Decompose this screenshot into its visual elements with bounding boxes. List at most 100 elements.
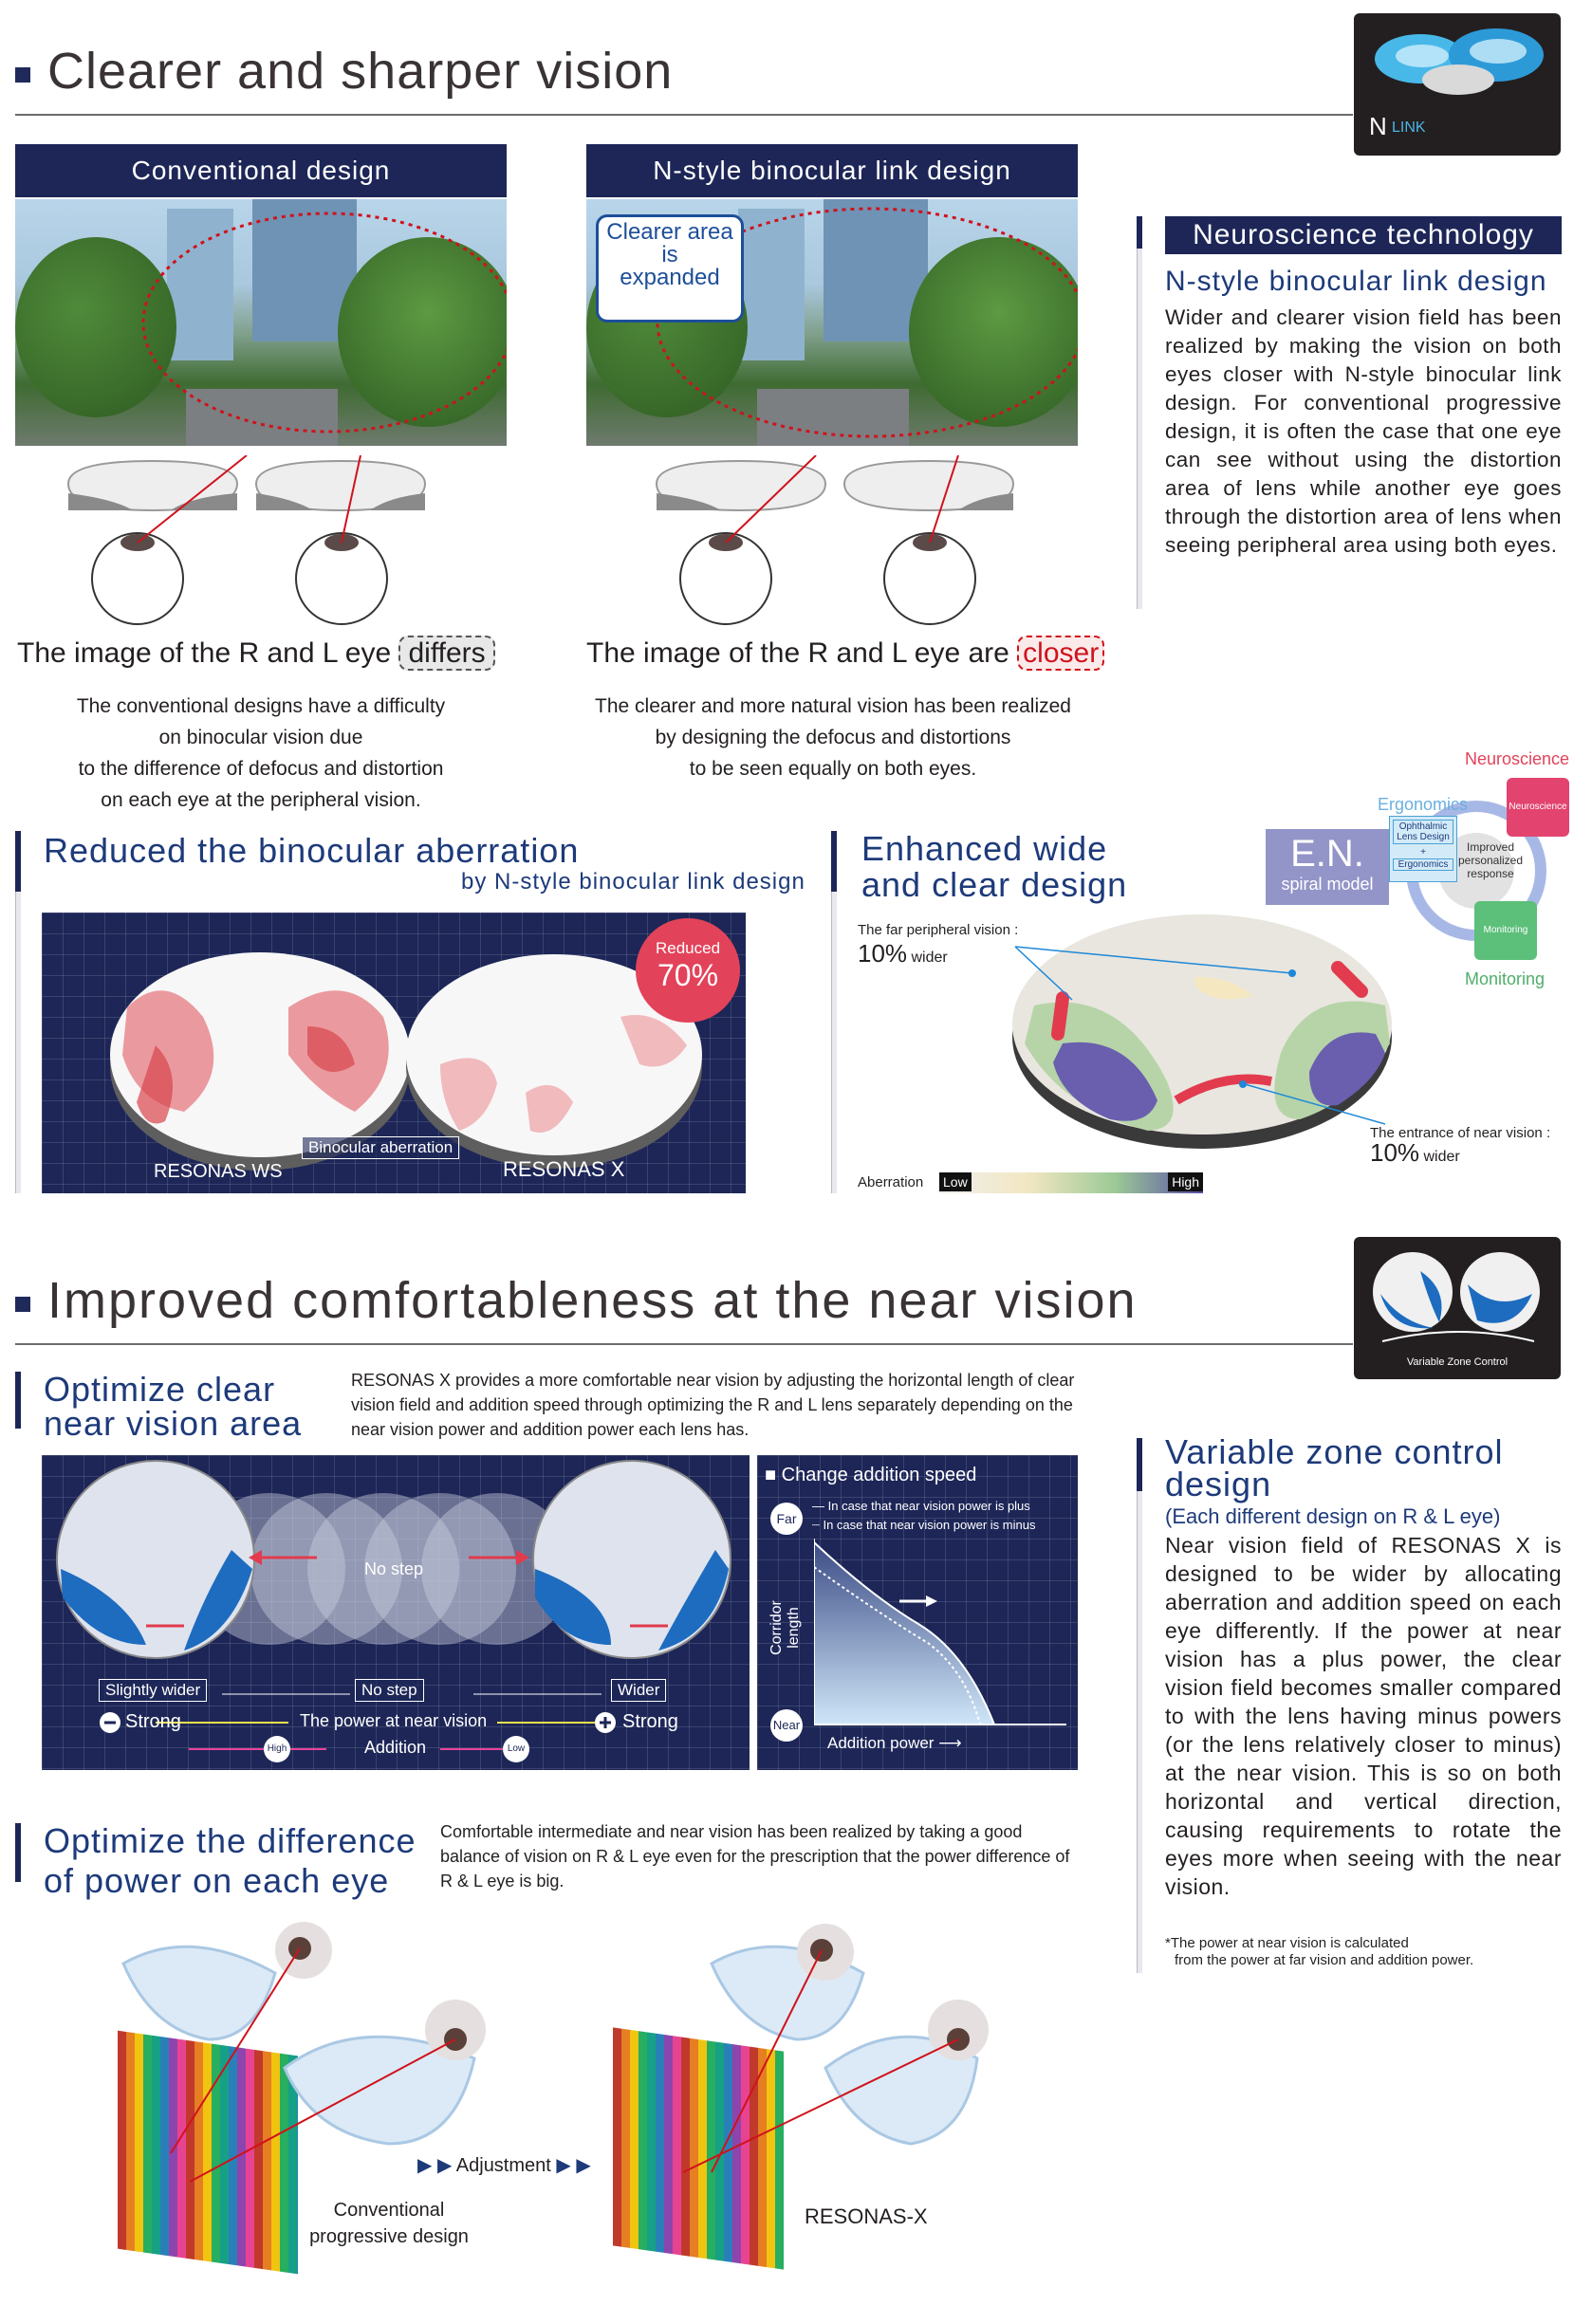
variable-zone-eye-icon: [1373, 1252, 1540, 1342]
section2-rule: [15, 1343, 1353, 1345]
binocular-title: Reduced the binocular aberration: [44, 831, 580, 870]
double-play-icon: ▶ ▶: [556, 2155, 591, 2176]
nstyle-city-photo: Clearer area is expanded: [586, 199, 1078, 446]
variable-zone-caption: Variable Zone Control: [1406, 1356, 1509, 1368]
opt-diff-description: Comfortable intermediate and near vision…: [440, 1822, 1070, 1891]
opt-clear-title-1: Optimize clear: [44, 1370, 276, 1409]
legend-minus: ┈ In case that near vision power is minu…: [812, 1518, 1036, 1532]
aberration-gradient-bar: Low High: [939, 1172, 1203, 1193]
improved-response: Improved personalized response: [1457, 840, 1524, 880]
variable-zone-sidebar-rest: [1137, 1491, 1142, 1973]
nstyle-compare: The image of the R and L eye are closer: [586, 636, 1105, 671]
legend-plus: — In case that near vision power is plus: [812, 1499, 1030, 1513]
opt-clear-sidebar: [15, 1372, 21, 1429]
far-peripheral-label: The far peripheral vision :: [858, 922, 1019, 938]
binocular-panel: Reduced 70% RESONAS WS Binocular aberrat…: [42, 913, 746, 1193]
binocular-sidebar: [15, 831, 21, 892]
n-link-n: N: [1369, 112, 1387, 140]
low-badge: Low: [503, 1736, 529, 1762]
resonas-x-label: RESONAS X: [503, 1157, 625, 1181]
near-entrance-label: The entrance of near vision :: [1370, 1125, 1551, 1141]
binocular-subtitle: by N-style binocular link design: [461, 869, 805, 895]
title-square-icon-2: [15, 1296, 30, 1312]
reduced-badge: Reduced 70%: [636, 918, 740, 1023]
ergonomics-node: Ophthalmic Lens Design + Ergonomics: [1389, 816, 1457, 882]
opt-diff-title-1: Optimize the difference: [44, 1821, 417, 1860]
nstyle-caption: The clearer and more natural vision has …: [595, 695, 1071, 780]
conventional-caption: The conventional designs have a difficul…: [76, 695, 446, 811]
opt-diff-sidebar: [15, 1823, 21, 1882]
conventional-city-photo: [15, 199, 507, 446]
enhanced-sidebar-rest: [831, 892, 837, 1193]
slightly-wider-label: Slightly wider: [99, 1679, 208, 1702]
title-square-icon: [15, 66, 30, 83]
neuroscience-node: Neuroscience: [1507, 778, 1569, 837]
enhanced-title-1: Enhanced wide: [861, 829, 1108, 868]
conventional-eye-lenses: [121, 1922, 486, 2183]
conventional-compare: The image of the R and L eye differs: [17, 636, 495, 671]
variable-zone-footnote: *The power at near vision is calculated …: [1165, 1935, 1474, 1968]
conventional-header: Conventional design: [15, 144, 507, 197]
strong-left-label: Strong: [125, 1711, 181, 1732]
conventional-lens-diagram: [66, 455, 427, 625]
no-step-label: No step: [355, 1679, 424, 1702]
opt-clear-description: RESONAS X provides a more comfortable ne…: [351, 1371, 1075, 1439]
expanded-callout: Clearer area is expanded: [596, 214, 744, 323]
near-badge: Near: [770, 1709, 803, 1742]
near-vision-lens-row: [56, 1460, 731, 1659]
adjustment-label: ▶ ▶ Adjustment ▶ ▶: [417, 2155, 591, 2176]
power-near-label: The power at near vision: [300, 1711, 488, 1730]
resonas-x-caption: RESONAS-X: [805, 2204, 928, 2228]
enhanced-leader-lines: [1014, 946, 1385, 1125]
dotted-line-icon: ┈: [812, 1518, 820, 1532]
strong-right-label: Strong: [622, 1711, 678, 1732]
addition-label: Addition: [364, 1738, 427, 1757]
monitoring-node: Monitoring: [1474, 901, 1537, 960]
differs-keyword: differs: [398, 636, 495, 671]
aberration-scale: Aberration: [858, 1174, 924, 1190]
addition-power-label: Addition power ⟶: [827, 1734, 962, 1752]
enhanced-title-2: and clear design: [861, 865, 1128, 904]
far-badge: Far: [770, 1503, 803, 1535]
resonas-ws-label: RESONAS WS: [154, 1161, 283, 1182]
n-link-badge: N LINK: [1354, 13, 1561, 156]
variable-zone-title-1: Variable zone control: [1165, 1432, 1504, 1471]
near-vision-axis-lines: [100, 1693, 616, 1750]
no-step-center-label: No step: [364, 1559, 424, 1578]
neuro-body: Wider and clearer vision field has been …: [1165, 305, 1562, 557]
far-peripheral-value: 10% wider: [858, 939, 948, 968]
neuro-tag: Neuroscience technology: [1165, 216, 1562, 254]
wider-label: Wider: [611, 1679, 667, 1702]
ergonomics-label: Ergonomics: [1378, 795, 1469, 814]
binocular-aberration-label: Binocular aberration: [302, 1136, 460, 1159]
addition-speed-title: ■ Change addition speed: [765, 1465, 977, 1485]
binocular-lenses: [110, 952, 702, 1171]
opt-clear-title-2: near vision area: [44, 1404, 303, 1443]
near-entrance-value: 10% wider: [1370, 1138, 1460, 1167]
monitoring-label: Monitoring: [1465, 969, 1546, 988]
enhanced-lens-map: [1012, 914, 1392, 1149]
solid-line-icon: —: [812, 1499, 824, 1513]
section1-title: Clearer and sharper vision: [15, 42, 673, 101]
closer-keyword: closer: [1017, 636, 1105, 671]
variable-zone-sidebar: [1137, 1438, 1142, 1491]
corridor-length-label: Corridor length: [768, 1600, 802, 1655]
en-spiral-box: E.N. spiral model: [1266, 829, 1389, 905]
square-bullet-icon: ■: [765, 1465, 777, 1485]
variable-zone-body: Near vision field of RESONAS X is design…: [1165, 1533, 1562, 1899]
enhanced-sidebar: [831, 831, 837, 892]
addition-speed-curve: [814, 1539, 1066, 1725]
neuro-sidebar-rest: [1137, 249, 1142, 609]
n-link-lens-icon: [1375, 28, 1544, 95]
variable-zone-badge: Variable Zone Control: [1354, 1237, 1561, 1379]
near-vision-panel: No step Slightly wider No step Wider Str…: [42, 1455, 750, 1770]
opt-diff-title-2: of power on each eye: [44, 1861, 390, 1900]
variable-zone-subtitle: (Each different design on R & L eye): [1165, 1504, 1501, 1528]
neuro-sidebar: [1137, 216, 1142, 249]
binocular-sidebar-rest: [15, 892, 21, 1193]
neuro-subtitle: N-style binocular link design: [1165, 266, 1547, 297]
right-arrow-icon: ⟶: [938, 1734, 962, 1752]
variable-zone-title-2: design: [1165, 1465, 1272, 1503]
neuroscience-label: Neuroscience: [1465, 749, 1570, 768]
n-link-link: LINK: [1392, 120, 1426, 136]
